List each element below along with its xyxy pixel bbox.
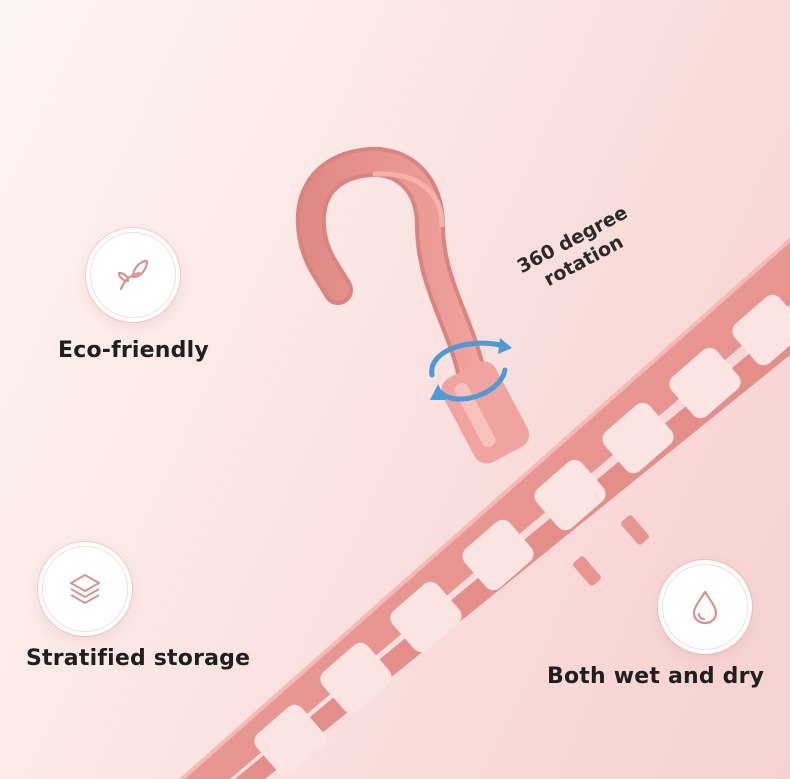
eco-friendly-badge [86, 228, 180, 322]
feature-label: Stratified storage [26, 646, 251, 671]
feature-label: Eco-friendly [58, 338, 209, 363]
leaf-icon [117, 259, 149, 291]
rotation-arrow-icon [429, 338, 512, 402]
stratified-storage-badge [38, 542, 132, 636]
layers-icon [70, 574, 100, 604]
hanger-slots [254, 294, 790, 776]
wet-and-dry-badge [658, 560, 752, 654]
hanger-bar [180, 238, 790, 779]
water-drop-icon [692, 590, 718, 625]
hanger-hook [295, 146, 530, 464]
feature-label: Both wet and dry [547, 664, 765, 689]
hanger-clips [573, 515, 649, 586]
